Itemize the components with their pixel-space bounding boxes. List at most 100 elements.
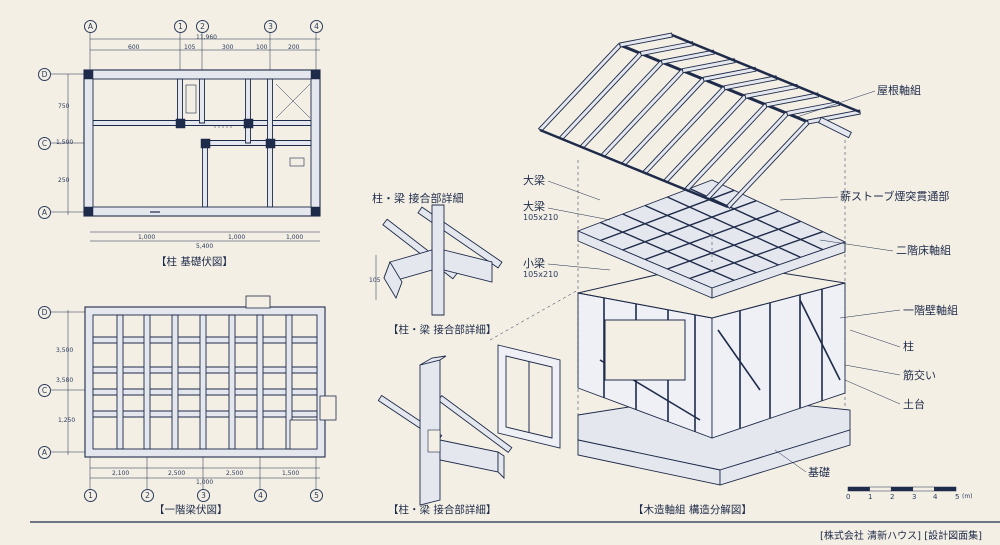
beam-plan-caption: 【一階梁伏図】 (154, 504, 228, 516)
beam-plan-corner-block (289, 419, 318, 450)
beam-axis-bottom-2: 2 (141, 489, 154, 502)
foundation-column-post (243, 118, 254, 129)
label-small-beam-size: 105x210 (523, 270, 559, 279)
roof-rafter-right (744, 83, 799, 99)
beam-dim-left-1: 3,500 (56, 347, 74, 354)
joint-bottom-beam-right (439, 439, 499, 473)
label-leader (844, 379, 901, 405)
axis-bubble-top-2: 2 (196, 20, 209, 33)
foundation-column-post (83, 206, 94, 217)
foundation-fireplace-box (289, 157, 305, 167)
wall-window-opening (604, 319, 686, 381)
label-leader (839, 309, 901, 319)
dim-bottom-total: 5,400 (196, 243, 214, 250)
label-leader (796, 90, 876, 118)
foundation-beam-v4 (267, 78, 273, 144)
beam-plan-bay-right (319, 395, 337, 421)
roof-ridge-end (818, 116, 852, 139)
foundation-beam-v3 (245, 78, 251, 144)
roof-rafter-right (807, 109, 861, 125)
dim-top-2: 105 (184, 44, 196, 51)
axis-bubble-top-3: 3 (264, 20, 277, 33)
foundation-plan-caption: 【柱 基礎伏図】 (156, 256, 233, 268)
roof-rafter-right (765, 92, 820, 108)
axis-bubble-top-a: A (84, 20, 97, 33)
beam-axis-left-a: A (38, 446, 51, 459)
beam-dim-bottom-1: 2,100 (112, 470, 130, 477)
foundation-slab-side (719, 429, 851, 486)
foundation-column-post (310, 206, 321, 217)
foundation-column-post (310, 69, 321, 80)
axis-bubble-left-c: C (38, 137, 51, 150)
label-leader (547, 180, 601, 201)
wall-brace-side-1 (717, 329, 761, 391)
joint-bottom-beam-diag-2 (437, 394, 513, 454)
label-brace: 筋交い (903, 369, 936, 382)
beam-plan-vertical (199, 314, 207, 450)
roof-rafter-right (681, 58, 736, 74)
foundation-column-post (200, 138, 211, 149)
beam-dim-left-2: 3,580 (56, 377, 74, 384)
joint-top-post (431, 204, 445, 316)
scale-label-2: 2 (890, 493, 895, 501)
joint-detail-title: 柱・梁 接合部詳細 (372, 192, 464, 205)
label-stove-chimney: 薪ストーブ煙突貫通部 (840, 190, 950, 203)
foundation-stair-box (185, 84, 197, 114)
scale-bar-segment (934, 486, 957, 492)
scale-label-1: 1 (868, 493, 873, 501)
beam-dim-bottom-3: 2,500 (226, 470, 244, 477)
beam-plan-vertical (228, 314, 236, 450)
label-large-beam: 大梁 (523, 174, 545, 187)
label-first-wall: 一階壁軸組 (903, 304, 958, 317)
roof-rafter-right (619, 32, 673, 48)
beam-dim-bottom-4: 1,500 (282, 470, 300, 477)
label-leader (819, 239, 894, 252)
foundation-void-x2 (275, 83, 311, 119)
label-sill: 土台 (903, 398, 925, 411)
label-foundation: 基礎 (808, 466, 830, 479)
label-leader (779, 196, 839, 201)
beam-dim-bottom-2: 2,500 (168, 470, 186, 477)
roof-ridge-beam (619, 43, 809, 124)
roof-eave-left (539, 128, 729, 209)
joint-detail-caption-bottom: 【柱・梁 接合部詳細】 (388, 504, 497, 516)
sheet-footer: [株式会社 清新ハウス] [設計図面集] (820, 531, 982, 542)
roof-rafter-right (660, 49, 715, 65)
dim-top-1: 600 (128, 44, 140, 51)
beam-plan-vertical (143, 314, 151, 450)
roof-rafter-right (639, 41, 694, 57)
beam-dim-bottom-5: 1,000 (196, 479, 214, 486)
joint-bottom-beam-end (497, 451, 505, 480)
dim-bottom-2: 1,000 (228, 234, 246, 241)
axis-bubble-left-d: D (38, 68, 51, 81)
label-leader (849, 329, 901, 348)
beam-axis-left-c: C (38, 384, 51, 397)
joint-detail-dim: 105 (369, 277, 381, 284)
label-small-beam: 小梁 (523, 257, 545, 270)
dim-top-3: 300 (222, 44, 234, 51)
joint-bottom-post-top (419, 355, 447, 366)
scale-label-3: 3 (912, 493, 917, 501)
axis-bubble-left-a: A (38, 206, 51, 219)
scale-bar-segment (869, 486, 892, 492)
wall-brace-side-2 (799, 299, 841, 381)
scale-bar-segment (890, 486, 914, 492)
floor-joist-b (689, 231, 824, 280)
beam-axis-bottom-5: 5 (310, 489, 323, 502)
dim-left-2: 1,500 (56, 139, 74, 146)
beam-axis-bottom-4: 4 (254, 489, 267, 502)
dim-bottom-3: 1,000 (286, 234, 304, 241)
label-leader (547, 263, 611, 271)
beam-plan-vertical (256, 314, 264, 450)
beam-axis-bottom-3: 3 (197, 489, 210, 502)
axis-bubble-top-4: 4 (310, 20, 323, 33)
roof-rafter-right (786, 100, 841, 116)
dim-top-4: 100 (256, 44, 268, 51)
joint-top-beam-right (443, 249, 493, 283)
beam-dim-left-3: 1,250 (58, 417, 76, 424)
beam-plan-bay-top (245, 295, 271, 309)
beam-plan-vertical (116, 314, 124, 450)
label-large-beam-size: 105x210 (523, 213, 559, 222)
scale-label-5: 5 (955, 493, 960, 501)
